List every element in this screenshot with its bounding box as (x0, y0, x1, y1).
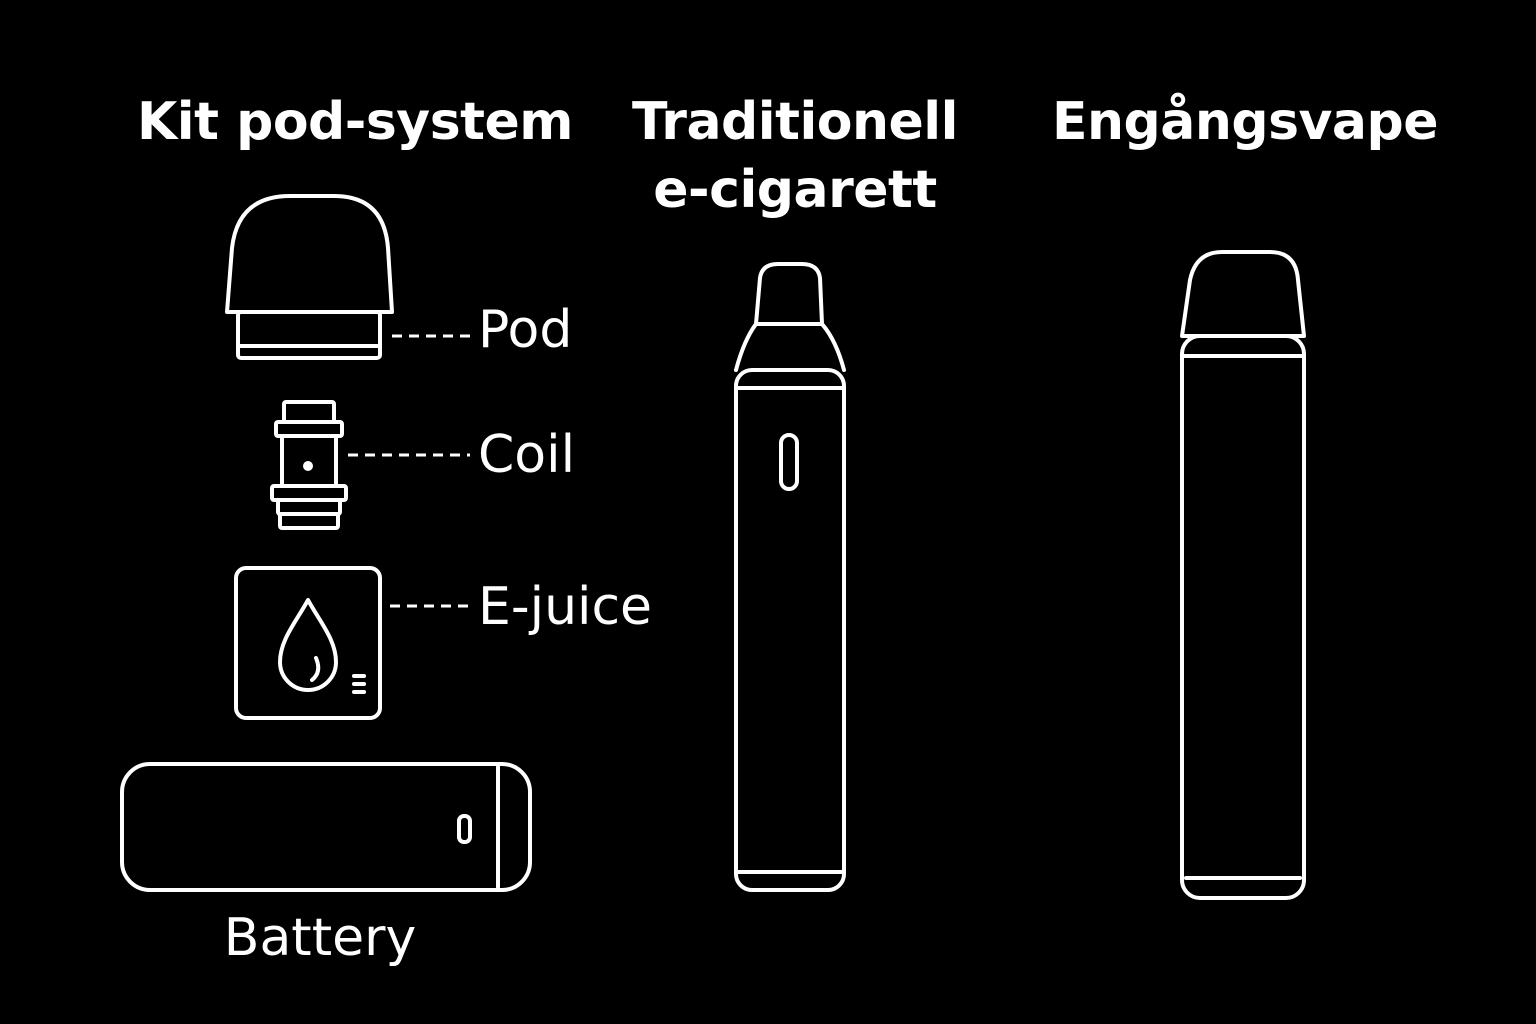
coil-icon (270, 400, 348, 530)
traditional-e-cigarette-icon (734, 262, 846, 892)
title-trad-line-1: Traditionell (632, 92, 958, 152)
label-e-juice: E-juice (478, 577, 653, 637)
title-trad-line-2: e-cigarett (653, 160, 937, 220)
title-disposable-vape: Engångsvape (1010, 88, 1480, 156)
label-coil: Coil (478, 425, 576, 485)
pod-cartridge-icon (225, 194, 394, 360)
label-pod: Pod (478, 300, 573, 360)
title-traditional-e-cigarette: Traditionell e-cigarett (570, 88, 1020, 224)
droplet-icon (278, 598, 338, 692)
label-battery: Battery (223, 908, 417, 968)
title-kit-line-1: Kit pod-system (137, 92, 573, 152)
fire-button (779, 433, 799, 491)
title-eng-line-1: Engångsvape (1051, 92, 1439, 152)
battery-icon (120, 762, 532, 892)
e-juice-icon (234, 566, 382, 720)
title-kit-pod-system: Kit pod-system (100, 88, 610, 156)
disposable-vape-icon (1180, 250, 1306, 900)
